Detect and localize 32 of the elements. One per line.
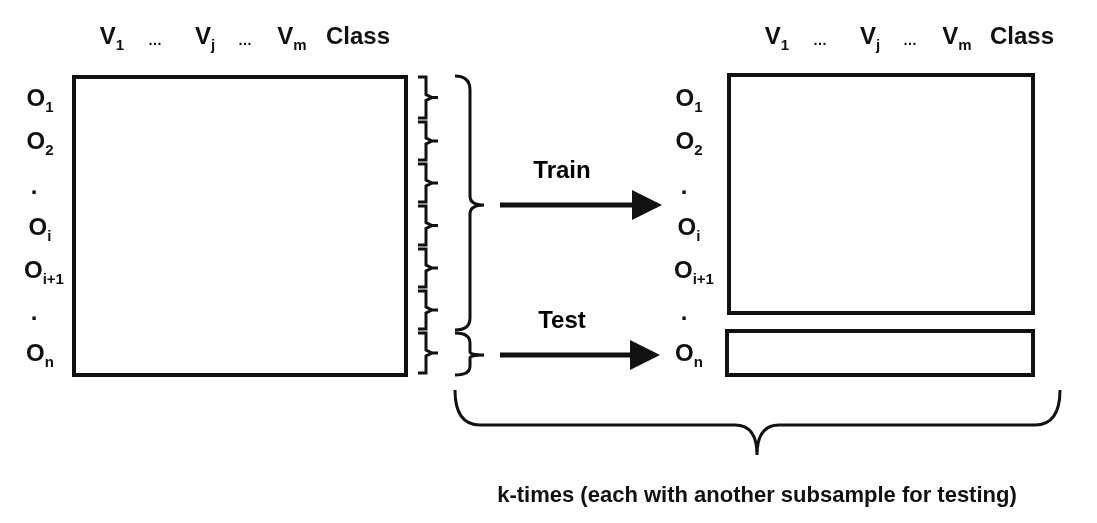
ellipsis: … — [238, 33, 252, 47]
column-header: V$_{j}$ — [194, 24, 216, 52]
training-set-box — [727, 73, 1035, 315]
row-label: O$_{2}$ — [26, 129, 54, 157]
row-label: O$_{1}$ — [675, 86, 703, 114]
row-label: O$_{i+1}$ — [24, 258, 64, 286]
ellipsis: … — [148, 33, 162, 47]
row-label: . — [30, 174, 38, 198]
row-label: O$_{i+1}$ — [674, 258, 714, 286]
row-label: O$_{n}$ — [675, 341, 703, 369]
column-header: V$_{1}$ — [99, 24, 125, 52]
row-label: O$_{i}$ — [28, 215, 52, 243]
arrow — [500, 340, 660, 370]
column-header: V$_{j}$ — [859, 24, 881, 52]
arrow — [500, 190, 662, 220]
ellipsis: … — [903, 33, 917, 47]
test-set-box — [725, 329, 1035, 377]
column-header: V$_{m}$ — [942, 24, 972, 52]
column-header: V$_{1}$ — [764, 24, 790, 52]
row-label: . — [680, 174, 688, 198]
data-table — [72, 75, 408, 377]
row-label: O$_{i}$ — [677, 215, 701, 243]
row-label: . — [30, 300, 38, 324]
row-label: . — [680, 300, 688, 324]
column-header: Class — [990, 24, 1054, 48]
column-header: V$_{m}$ — [277, 24, 307, 52]
row-label: O$_{2}$ — [675, 129, 703, 157]
row-label: O$_{n}$ — [26, 341, 54, 369]
row-label: O$_{1}$ — [26, 86, 54, 114]
ellipsis: … — [813, 33, 827, 47]
column-header: Class — [326, 24, 390, 48]
caption-text: k-times (each with another subsample for testing) — [497, 484, 1017, 506]
